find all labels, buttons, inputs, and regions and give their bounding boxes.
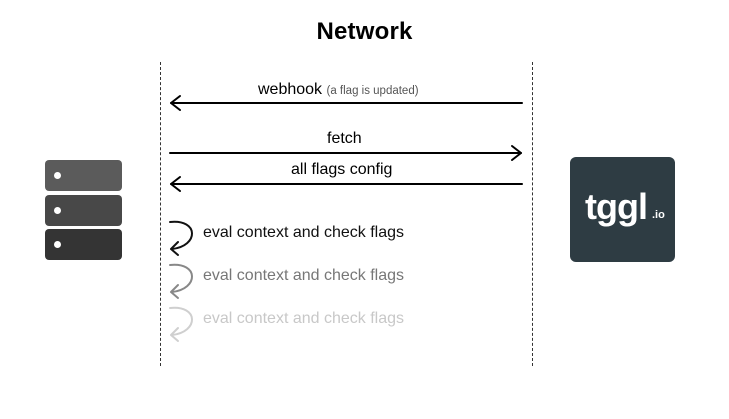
client-lifeline <box>160 62 161 366</box>
logo-text: tggl <box>585 186 648 227</box>
webhook-arrow <box>170 95 523 111</box>
tggl-logo: tggl .io <box>570 157 675 262</box>
self-loop-icon <box>169 220 193 256</box>
eval-label: eval context and check flags <box>203 310 405 327</box>
server-unit <box>45 195 122 226</box>
server-unit <box>45 160 122 191</box>
webhook-note: (a flag is updated) <box>326 85 419 97</box>
webhook-text: webhook <box>258 81 323 98</box>
logo-suffix: .io <box>652 209 665 221</box>
all-flags-arrow <box>170 176 523 192</box>
self-loop-icon <box>169 306 193 342</box>
server-led <box>54 241 61 248</box>
eval-label: eval context and check flags <box>203 224 405 241</box>
service-lifeline <box>532 62 533 366</box>
eval-label: eval context and check flags <box>203 267 405 284</box>
diagram-title: Network <box>316 18 413 45</box>
self-loop-icon <box>169 263 193 299</box>
fetch-label: fetch <box>327 130 362 147</box>
fetch-arrow <box>169 145 522 161</box>
all-flags-label: all flags config <box>291 161 393 178</box>
server-led <box>54 172 61 179</box>
server-led <box>54 207 61 214</box>
server-unit <box>45 229 122 260</box>
webhook-label: webhook (a flag is updated) <box>258 81 419 99</box>
